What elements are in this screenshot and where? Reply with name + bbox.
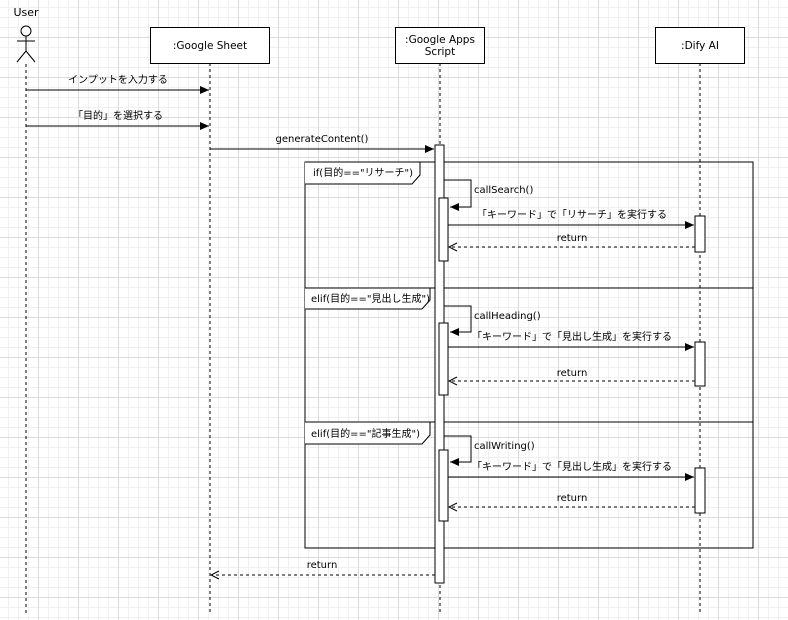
self-call-arrow-1 xyxy=(444,179,472,211)
user-actor-icon xyxy=(16,25,36,63)
return-label-3: return xyxy=(556,493,588,504)
gas-activation-2 xyxy=(438,322,449,396)
final-return-label: return xyxy=(306,560,338,571)
self-call-arrow-2 xyxy=(444,305,472,336)
self-call-label-3: callWriting() xyxy=(474,441,535,452)
dify-participant-box: :Dify AI xyxy=(655,27,745,64)
request-label-2: 「キーワード」で「見出し生成」を実行する xyxy=(472,332,672,343)
self-call-arrow-3 xyxy=(444,435,472,466)
fragment-guard-1: if(目的=="リサーチ") xyxy=(313,168,414,179)
sheet-participant-box: :Google Sheet xyxy=(150,27,270,64)
dify-activation-3 xyxy=(694,467,706,514)
gas-activation-1 xyxy=(438,197,449,262)
message-label-1: インプットを入力する xyxy=(68,75,168,86)
request-label-3: 「キーワード」で「見出し生成」を実行する xyxy=(472,462,672,473)
self-call-label-2: callHeading() xyxy=(474,311,541,322)
user-actor-label: User xyxy=(13,6,39,19)
alt-fragment-3 xyxy=(304,421,754,549)
alt-fragment-2 xyxy=(304,287,754,423)
dify-activation-1 xyxy=(694,215,706,253)
self-call-label-1: callSearch() xyxy=(474,185,534,196)
message-label-2: 「目的」を選択する xyxy=(73,111,163,122)
message-label-3: generateContent() xyxy=(275,134,369,145)
fragment-guard-3: elif(目的=="記事生成") xyxy=(311,429,420,440)
return-label-1: return xyxy=(556,233,588,244)
return-label-2: return xyxy=(556,368,588,379)
dify-activation-2 xyxy=(694,341,706,387)
gas-activation-3 xyxy=(438,449,449,522)
fragment-guard-2: elif(目的=="見出し生成") xyxy=(311,294,430,305)
gas-participant-box: :Google Apps Script xyxy=(395,27,485,64)
request-label-1: 「キーワード」で「リサーチ」を実行する xyxy=(477,210,667,221)
